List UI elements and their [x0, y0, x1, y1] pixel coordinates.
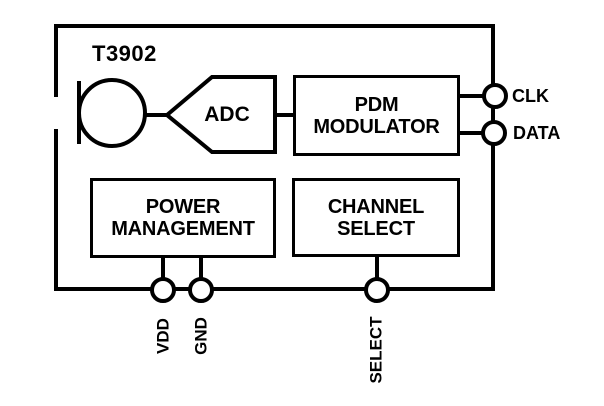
- vdd-pin: [150, 277, 176, 303]
- power-management-label-line1: POWER: [145, 196, 221, 218]
- microphone-icon: [77, 78, 147, 148]
- wire-mic-to-adc: [145, 113, 171, 117]
- data-pin: [481, 120, 507, 146]
- channel-select-block: CHANNEL SELECT: [292, 178, 460, 257]
- pdm-modulator-block: PDM MODULATOR: [293, 75, 460, 156]
- data-pin-label: DATA: [513, 123, 561, 143]
- pdm-modulator-label-line2: MODULATOR: [313, 115, 440, 138]
- select-pin-label: SELECT: [366, 316, 386, 384]
- vdd-pin-label: VDD: [153, 318, 173, 354]
- acoustic-port-gap: [52, 97, 61, 129]
- clk-pin: [482, 83, 508, 109]
- wire-pdm-to-data: [456, 131, 486, 135]
- gnd-pin-label: GND: [191, 317, 211, 355]
- wire-power-to-vdd: [161, 256, 165, 281]
- chip-label: T3902: [92, 41, 157, 66]
- power-management-label-line2: MANAGEMENT: [111, 218, 255, 240]
- wire-power-to-gnd: [199, 256, 203, 281]
- pdm-modulator-label-line1: PDM: [354, 93, 399, 116]
- select-pin: [364, 277, 390, 303]
- gnd-pin: [188, 277, 214, 303]
- wire-adc-to-pdm: [273, 113, 297, 117]
- power-management-block: POWER MANAGEMENT: [90, 178, 276, 258]
- channel-select-label-line2: SELECT: [337, 217, 415, 240]
- channel-select-label-line1: CHANNEL: [327, 195, 425, 218]
- chip-outline: [54, 24, 495, 291]
- adc-label: ADC: [204, 103, 250, 126]
- clk-pin-label: CLK: [512, 86, 549, 106]
- wire-pdm-to-clk: [456, 94, 486, 98]
- adc-shape: [165, 75, 277, 154]
- wire-channel-to-select: [375, 255, 379, 281]
